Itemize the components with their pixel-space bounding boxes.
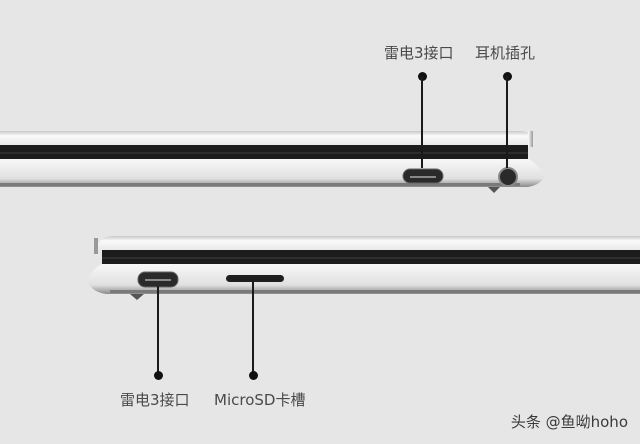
headphone-jack-port [498, 167, 518, 187]
leader-line [252, 282, 254, 374]
label-microsd-slot: MicroSD卡槽 [214, 391, 306, 409]
label-headphone-jack: 耳机插孔 [475, 44, 536, 62]
label-thunderbolt3-right: 雷电3接口 [384, 44, 454, 62]
leader-dot [154, 371, 163, 380]
leader-dot [249, 371, 258, 380]
watermark: 头条 @鱼呦hoho [510, 413, 628, 431]
laptop-left-side-view [88, 236, 640, 300]
leader-line [506, 76, 508, 168]
leader-line [157, 286, 159, 374]
laptop-right-side-view [0, 131, 544, 193]
microsd-slot [226, 275, 284, 282]
leader-line [421, 76, 423, 168]
label-thunderbolt3-left: 雷电3接口 [120, 391, 190, 409]
